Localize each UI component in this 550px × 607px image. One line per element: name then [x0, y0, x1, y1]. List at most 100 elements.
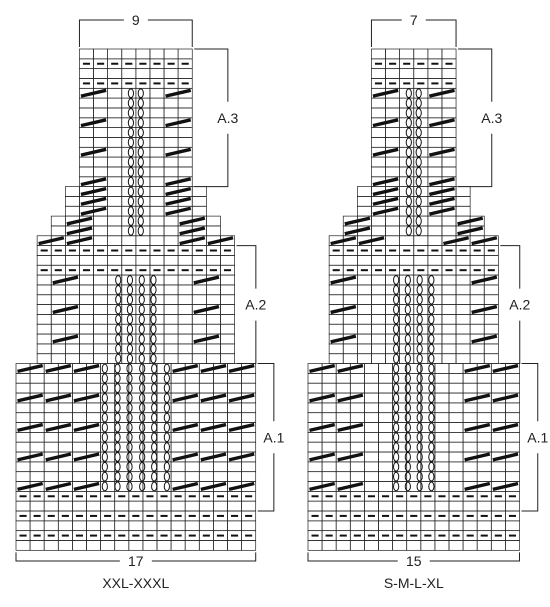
twist-stitch-symbol — [330, 304, 357, 315]
grid-cell — [349, 471, 365, 482]
grid-cell — [385, 68, 400, 79]
eyelet-symbol — [415, 216, 422, 226]
grid-cell — [328, 343, 344, 355]
grid-cell — [191, 196, 207, 207]
grid-cell — [29, 461, 45, 473]
stitch-symbols — [309, 62, 519, 537]
eyelet-symbol — [114, 373, 121, 384]
section-bracket-bottom — [194, 133, 229, 188]
grid-cell — [455, 205, 471, 217]
grid-cell — [135, 333, 151, 345]
grid-cell — [357, 255, 372, 266]
eyelet-symbol — [428, 294, 435, 305]
grid-cell — [462, 520, 478, 532]
eyelet-symbol — [163, 452, 170, 462]
eyelet-symbol — [393, 373, 400, 384]
grid-cell — [385, 107, 400, 119]
grid-cell — [434, 363, 450, 374]
grid-cell — [57, 432, 73, 443]
grid-cell — [307, 412, 323, 423]
grid-cell — [399, 304, 415, 315]
eyelet-symbol — [137, 196, 144, 207]
eyelet-symbol — [137, 186, 144, 197]
grid-cell — [434, 422, 450, 433]
twist-stitch-symbol — [45, 452, 72, 462]
grid-cell — [107, 225, 123, 237]
grid-cell — [455, 323, 471, 335]
grid-cell — [307, 461, 323, 473]
grid-cell — [399, 314, 415, 325]
grid-cell — [15, 432, 31, 443]
grid-cell — [364, 432, 379, 443]
grid-cell — [241, 441, 257, 453]
eyelet-symbol — [151, 402, 158, 413]
eyelet-symbol — [137, 98, 144, 108]
eyelet-symbol — [404, 402, 411, 413]
grid-cell — [93, 353, 109, 364]
grid-cell — [364, 471, 379, 482]
grid-cell — [184, 461, 200, 473]
grid-cell — [72, 412, 87, 423]
grid-cell — [79, 333, 94, 345]
eyelet-symbol — [101, 402, 108, 413]
twist-stitch-symbol — [464, 363, 491, 374]
eyelet-symbol — [405, 196, 412, 207]
eyelet-symbol — [393, 442, 400, 453]
eyelet-symbol — [151, 393, 158, 403]
grid-cell — [170, 402, 186, 414]
grid-cell — [191, 353, 207, 364]
twist-stitch-symbol — [52, 334, 79, 344]
grid-cell — [455, 274, 471, 286]
grid-cell — [177, 127, 193, 138]
grid-cell — [490, 471, 506, 482]
grid-cell — [321, 471, 337, 482]
grid-cell — [79, 255, 94, 266]
eyelet-symbol — [163, 432, 170, 443]
grid-cell — [241, 382, 257, 394]
grid-cell — [64, 343, 80, 355]
grid-cell — [335, 500, 351, 512]
grid-cell — [50, 284, 66, 296]
grid-cell — [135, 68, 151, 79]
eyelet-symbol — [404, 304, 411, 315]
grid-cell — [163, 323, 179, 335]
grid-cell — [371, 137, 386, 148]
grid-cell — [79, 137, 94, 148]
grid-cell — [371, 333, 386, 345]
twist-stitch-symbol — [330, 236, 357, 246]
eyelet-symbol — [137, 88, 144, 99]
grid-cell — [448, 520, 464, 532]
grid-cell — [483, 294, 499, 305]
grid-cell — [191, 205, 207, 217]
twist-stitch-symbol — [80, 186, 107, 197]
eyelet-symbol — [405, 186, 412, 197]
grid-cell — [406, 481, 422, 492]
eyelet-symbol — [163, 481, 170, 492]
grid-cell — [93, 314, 109, 325]
eyelet-symbol — [404, 383, 411, 394]
grid-cell — [385, 97, 400, 109]
grid-cell — [434, 471, 450, 482]
grid-cell — [406, 402, 422, 414]
eyelet-symbol — [137, 137, 144, 148]
grid-cell — [434, 461, 450, 473]
grid-cell — [184, 471, 200, 482]
eyelet-symbol — [404, 363, 411, 374]
grid-cell — [43, 520, 59, 532]
grid-cell — [93, 156, 109, 168]
twist-stitch-symbol — [428, 118, 455, 128]
grid-cell — [163, 274, 179, 286]
grid-cell — [399, 274, 415, 286]
grid-cell — [184, 412, 200, 423]
top-bracket-right — [425, 19, 457, 47]
grid-cell — [64, 196, 80, 207]
grid-cell — [163, 304, 179, 315]
grid-cell — [121, 343, 137, 355]
twist-stitch-symbol — [228, 422, 255, 433]
grid-cell — [29, 500, 45, 512]
eyelet-symbol — [137, 157, 144, 167]
grid-cell — [448, 441, 464, 453]
grid-cell — [43, 373, 59, 384]
grid-cell — [406, 520, 422, 532]
grid-cell — [213, 500, 228, 512]
